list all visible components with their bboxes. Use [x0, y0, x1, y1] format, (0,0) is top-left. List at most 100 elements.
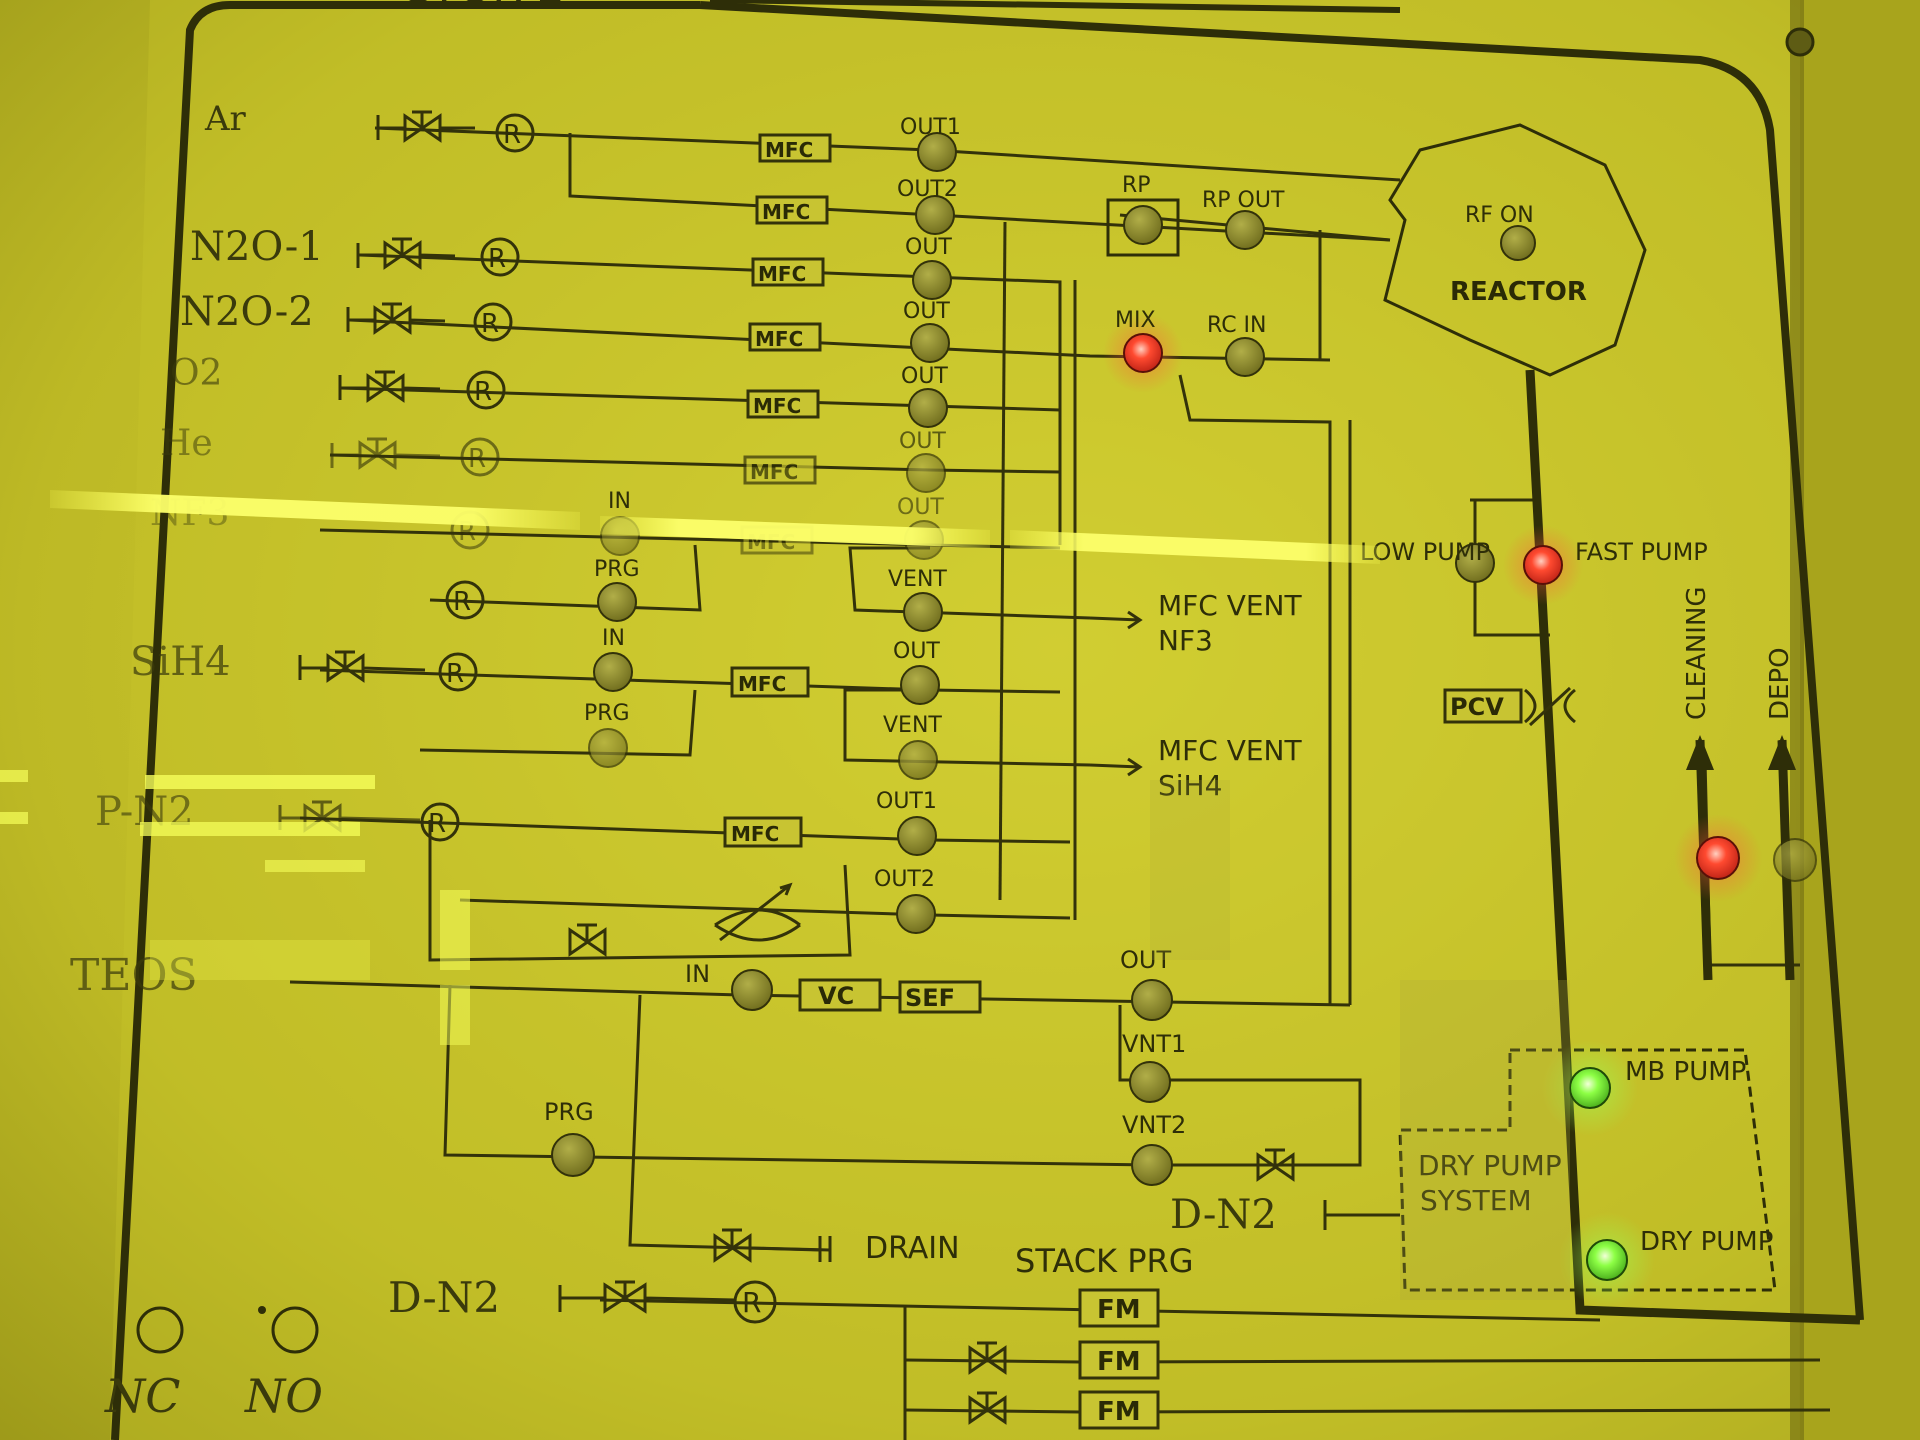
- lamp-n2o1-out: [912, 260, 952, 300]
- lamp-pn2-out2: [896, 894, 936, 934]
- nf3-vent-arrow-icon: [1089, 610, 1143, 630]
- valve-icon-he: [330, 437, 441, 470]
- reactor-outline: [1383, 123, 1647, 377]
- nf3-vent-label-1: MFC VENT: [1158, 589, 1303, 622]
- reflection-block-2: [1400, 980, 1570, 1300]
- lamp-rp: [1123, 205, 1163, 245]
- mfc-box-sih4: MFC: [730, 666, 810, 698]
- glass-sheet: [110, 0, 1800, 1440]
- svg-text:MFC: MFC: [738, 672, 786, 696]
- glare-strip-4: [145, 775, 375, 789]
- reflection-block-3: [1150, 780, 1230, 960]
- lamp-o2-out: [908, 388, 948, 428]
- lamp-mix-lit: [1123, 333, 1163, 373]
- sih4-vent-label-1: MFC VENT: [1158, 734, 1303, 767]
- label-he-out: OUT: [899, 429, 946, 454]
- legend-nc-label: NC: [104, 1369, 180, 1423]
- label-nf3-out: OUT: [897, 495, 944, 520]
- d-n2-right-label: D-N2: [1170, 1192, 1277, 1238]
- label-rp-out: RP OUT: [1202, 188, 1285, 213]
- lamp-fast-pump-lit: [1523, 545, 1563, 585]
- indicator-lamps: [551, 132, 1817, 1308]
- label-rp: RP: [1122, 173, 1151, 198]
- svg-text:FM: FM: [1097, 1295, 1141, 1325]
- svg-text:MFC: MFC: [755, 327, 803, 351]
- panel-border-right: [699, 1, 1864, 1321]
- regulator-icon-p-n2: R: [420, 802, 460, 842]
- label-nf3-vent: VENT: [888, 567, 947, 592]
- label-mix: MIX: [1115, 308, 1156, 333]
- svg-text:MFC: MFC: [762, 200, 810, 224]
- lamp-teos-prg: [551, 1133, 595, 1177]
- lamp-sih4-vent: [898, 740, 938, 780]
- mfc-box-ar-2: MFC: [755, 195, 829, 225]
- lamp-teos-out: [1131, 979, 1173, 1021]
- lamp-teos-in: [731, 969, 773, 1011]
- lamp-ar-out2: [915, 195, 955, 235]
- drain-label: DRAIN: [865, 1231, 960, 1266]
- lamp-dry-pump-lit: [1586, 1239, 1628, 1281]
- d-n2-left-label: D-N2: [388, 1273, 500, 1322]
- label-ar-out1: OUT1: [900, 115, 961, 140]
- valve-icon-p-n2: [278, 800, 421, 833]
- mfc-box-n2o-2: MFC: [748, 322, 822, 352]
- svg-text:R: R: [503, 120, 521, 150]
- vacuum-line: [1525, 369, 1861, 1325]
- valve-icon-n2o-1: [356, 237, 456, 270]
- regulator-icon-nf3-purge: R: [445, 580, 485, 620]
- lamp-cleaning-lit: [1696, 836, 1740, 880]
- glass-reflections: [0, 490, 1570, 1300]
- label-vnt1: VNT1: [1122, 1030, 1186, 1058]
- svg-text:R: R: [446, 659, 464, 689]
- lamp-nf3-prg: [597, 582, 637, 622]
- svg-text:R: R: [742, 1286, 761, 1319]
- regulator-icon-d-n2: R: [733, 1280, 777, 1324]
- valve-icon-fm-2: [968, 1341, 1007, 1375]
- label-sih4-out: OUT: [893, 639, 940, 664]
- reactor-label: REACTOR: [1450, 277, 1587, 307]
- lamp-sih4-out: [900, 665, 940, 705]
- lamp-vnt2: [1131, 1144, 1173, 1186]
- reflection-block-1: [150, 940, 370, 980]
- regulator-icon-o2: R: [466, 370, 506, 410]
- lamp-rf-on: [1500, 225, 1536, 261]
- label-n2o2-out: OUT: [903, 299, 950, 324]
- manual-valves: [278, 110, 1400, 1425]
- label-low-pump: LOW PUMP: [1360, 538, 1490, 566]
- lamp-depo: [1773, 838, 1817, 882]
- cleaning-label: CLEANING: [1682, 586, 1712, 720]
- glare-strip-2: [600, 516, 990, 548]
- mfc-box-p-n2: MFC: [723, 816, 803, 848]
- label-teos-in: IN: [685, 960, 710, 988]
- gas-label-n2o-1: N2O-1: [190, 224, 324, 270]
- fm-box-1: FM: [1078, 1288, 1160, 1328]
- legend-no-icon: [271, 1306, 319, 1354]
- glare-column-2: [440, 985, 470, 1045]
- label-sih4-vent: VENT: [883, 713, 942, 738]
- legend-no-label: NO: [244, 1369, 323, 1423]
- regulator-icon-n2o-2: R: [473, 302, 513, 342]
- label-n2o1-out: OUT: [905, 235, 952, 260]
- sih4-vent-label-2: SiH4: [1158, 769, 1222, 802]
- lamp-n2o2-out: [910, 323, 950, 363]
- label-sih4-prg: PRG: [584, 701, 630, 726]
- stack-prg-label: STACK PRG: [1015, 1242, 1194, 1280]
- nf3-vent-label-2: NF3: [1158, 624, 1213, 657]
- svg-text:R: R: [481, 309, 499, 339]
- label-sih4-in: IN: [602, 626, 625, 651]
- glare-strip-7: [0, 812, 28, 824]
- lamp-sih4-in: [593, 652, 633, 692]
- svg-text:SEF: SEF: [905, 984, 955, 1012]
- valve-icon-fm-3: [968, 1391, 1007, 1425]
- mfc-box-o2: MFC: [746, 389, 820, 419]
- mfc-box-ar-1: MFC: [758, 133, 832, 163]
- label-nf3-prg: PRG: [594, 557, 640, 582]
- pcv-box: PCV: [1443, 688, 1523, 724]
- vc-box: VC: [798, 978, 882, 1012]
- pcv-valve-icon: [1524, 686, 1576, 727]
- svg-text:MFC: MFC: [758, 262, 806, 286]
- mfc-boxes: MFC MFC MFC MFC MFC MFC MFC MFC MFC: [723, 133, 832, 848]
- panel-frame-right: [1800, 0, 1920, 1440]
